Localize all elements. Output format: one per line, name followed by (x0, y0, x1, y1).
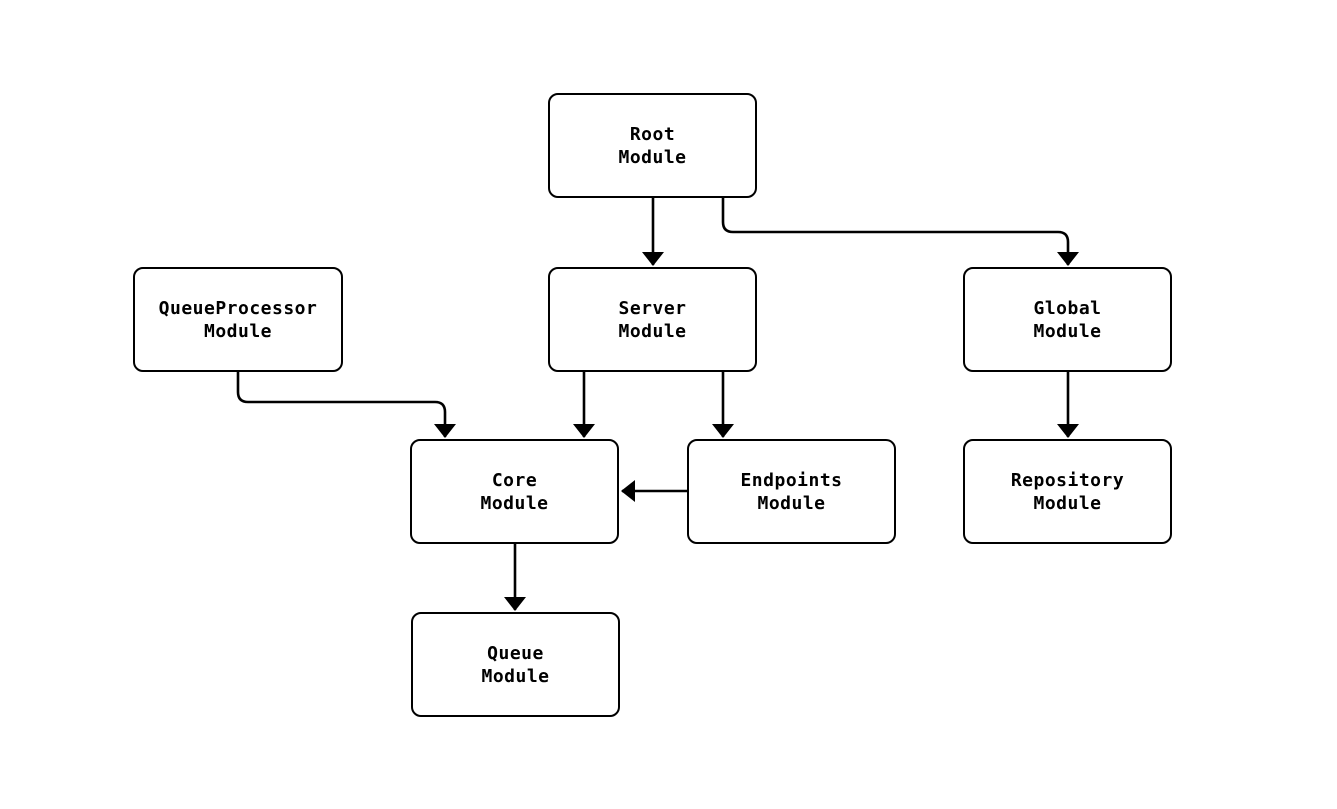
node-label-line2: Module (1033, 492, 1102, 514)
node-label-line2: Module (1033, 320, 1102, 342)
node-label-line1: Core (491, 469, 538, 491)
node-global-module: Global Module (963, 267, 1172, 372)
node-endpoints-module: Endpoints Module (687, 439, 896, 544)
edge-queueprocessor-to-core (236, 372, 456, 438)
node-queue-module: Queue Module (411, 612, 620, 717)
node-label-line1: Root (629, 123, 676, 145)
edge-root-to-global (721, 198, 1079, 266)
node-root-module: Root Module (548, 93, 757, 198)
node-label-line1: Server (618, 297, 687, 319)
node-label-line1: Repository (1010, 469, 1125, 491)
node-label-line2: Module (618, 320, 687, 342)
node-label-line2: Module (481, 665, 550, 687)
node-label-line2: Module (618, 146, 687, 168)
node-label-line2: Module (757, 492, 826, 514)
node-repository-module: Repository Module (963, 439, 1172, 544)
node-label-line1: Queue (487, 642, 544, 664)
node-label-line2: Module (480, 492, 549, 514)
node-queueprocessor-module: QueueProcessor Module (133, 267, 343, 372)
node-label-line1: QueueProcessor (158, 297, 318, 319)
node-label-line1: Global (1033, 297, 1102, 319)
node-server-module: Server Module (548, 267, 757, 372)
node-core-module: Core Module (410, 439, 619, 544)
node-label-line2: Module (203, 320, 273, 342)
node-label-line1: Endpoints (740, 469, 843, 491)
